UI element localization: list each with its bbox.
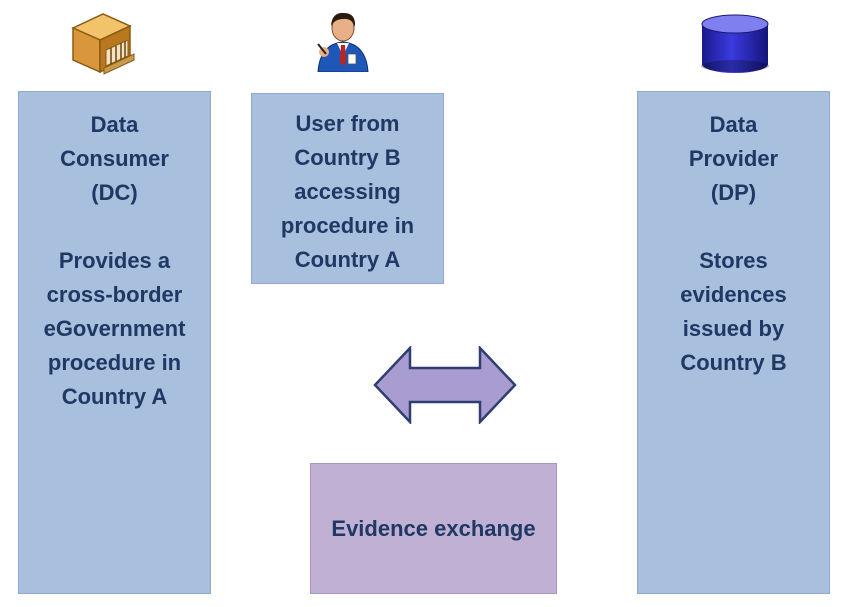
provider-desc-line: issued by — [682, 316, 785, 341]
user-line: Country B — [294, 145, 401, 170]
user-line: User from — [295, 111, 400, 136]
provider-desc-line: Stores — [699, 248, 768, 273]
consumer-title-line: (DC) — [91, 180, 138, 205]
data-provider-box: Data Provider (DP) Stores evidences issu… — [637, 91, 830, 594]
user-line: accessing — [294, 179, 401, 204]
user-line: Country A — [294, 247, 401, 272]
evidence-exchange-label: Evidence exchange — [331, 515, 536, 541]
consumer-desc-line: eGovernment — [43, 316, 186, 341]
consumer-title-line: Consumer — [60, 146, 169, 171]
provider-desc-line: evidences — [680, 282, 787, 307]
consumer-desc-line: Provides a — [58, 248, 171, 273]
consumer-title-line: Data — [90, 112, 139, 137]
consumer-desc-line: Country A — [61, 384, 168, 409]
double-arrow-icon — [373, 346, 517, 424]
provider-desc-line: Country B — [680, 350, 787, 375]
database-icon — [701, 14, 769, 73]
evidence-exchange-box: Evidence exchange — [310, 463, 557, 594]
provider-title-line: (DP) — [710, 180, 757, 205]
consumer-desc-line: procedure in — [47, 350, 182, 375]
provider-title-line: Provider — [688, 146, 779, 171]
provider-title-line: Data — [709, 112, 758, 137]
businessman-icon — [317, 12, 369, 72]
consumer-desc-line: cross-border — [46, 282, 183, 307]
user-box: User from Country B accessing procedure … — [251, 93, 444, 284]
user-line: procedure in — [280, 213, 415, 238]
building-box-icon — [71, 13, 135, 75]
data-consumer-box: Data Consumer (DC) Provides a cross-bord… — [18, 91, 211, 594]
